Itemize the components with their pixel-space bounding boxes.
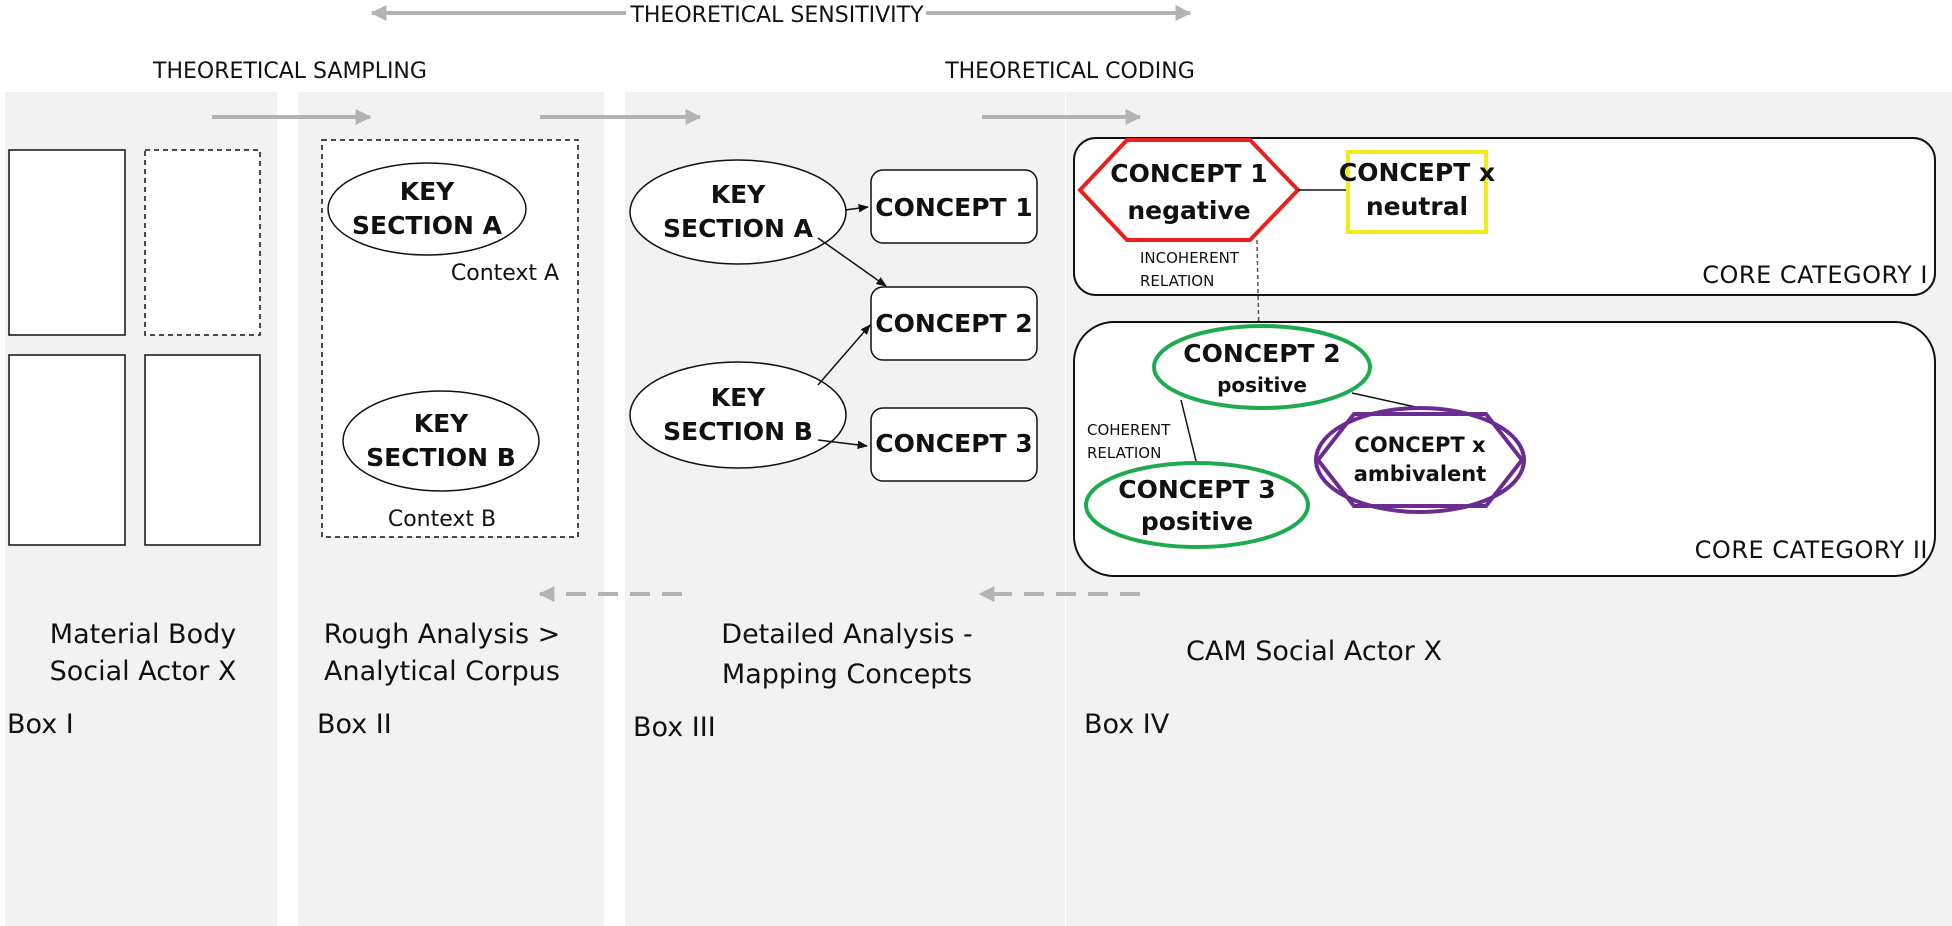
concept1-negative-hexagon — [1077, 138, 1301, 242]
box3-name: Box III — [633, 712, 716, 743]
box3-key-section-b-ellipse — [629, 361, 847, 469]
conceptx-ambivalent-line2: ambivalent — [1354, 462, 1487, 486]
conceptx-neutral-line2: neutral — [1366, 192, 1468, 221]
context-b-label: Context B — [388, 507, 496, 532]
concept3-positive-ellipse — [1084, 461, 1310, 549]
concept1-negative-line1: CONCEPT 1 — [1110, 159, 1267, 188]
theoretical-sensitivity-label: THEORETICAL SENSITIVITY — [629, 3, 924, 28]
box2-label-line2: Analytical Corpus — [324, 656, 560, 687]
box2-label-line1: Rough Analysis > — [324, 619, 560, 650]
concept2-positive-line2: positive — [1217, 373, 1307, 397]
box4-name: Box IV — [1084, 709, 1170, 740]
key-section-b-line2: SECTION B — [366, 443, 516, 472]
concept2-positive-line1: CONCEPT 2 — [1183, 339, 1340, 368]
core-category-1-frame — [1073, 137, 1936, 296]
box3-concept-3-label: CONCEPT 3 — [875, 429, 1032, 458]
key-section-a-line1: KEY — [400, 177, 455, 206]
conceptx-neutral-line1: CONCEPT x — [1339, 158, 1495, 187]
document-1 — [8, 149, 126, 336]
edge-a-to-concept1 — [844, 204, 870, 213]
key-section-b-ellipse — [342, 390, 540, 492]
document-4 — [144, 354, 261, 546]
edge-concept2-to-concept3 — [1180, 399, 1198, 466]
key-section-a-line2: SECTION A — [352, 211, 503, 240]
box3-label-line1: Detailed Analysis - — [721, 619, 972, 650]
box1-label-line2: Social Actor X — [50, 656, 237, 687]
key-section-a-ellipse — [327, 162, 527, 256]
edge-a-to-concept2 — [817, 237, 887, 287]
document-2-dashed — [144, 149, 261, 336]
incoherent-relation-edge — [1256, 239, 1260, 341]
incoherent-relation-line2: RELATION — [1140, 272, 1214, 290]
box3-concept-1 — [870, 169, 1038, 244]
coherent-relation-line1: COHERENT — [1087, 421, 1171, 439]
core-category-1-label: CORE CATEGORY I — [1702, 261, 1928, 289]
concept1-negative-line2: negative — [1127, 196, 1250, 225]
box4-label: CAM Social Actor X — [1186, 636, 1442, 667]
context-a-label: Context A — [451, 261, 559, 286]
concept3-positive-line2: positive — [1141, 507, 1253, 536]
coherent-relation-line2: RELATION — [1087, 444, 1161, 462]
box3-key-section-a-line2: SECTION A — [663, 214, 814, 243]
box2-name: Box II — [317, 709, 392, 740]
box1-name: Box I — [7, 709, 74, 740]
conceptx-neutral-box — [1346, 150, 1488, 234]
box3-key-section-b-line2: SECTION B — [663, 417, 813, 446]
incoherent-relation-line1: INCOHERENT — [1140, 249, 1240, 267]
box3-concept-1-label: CONCEPT 1 — [875, 193, 1032, 222]
sensitivity-label-bg — [626, 0, 926, 27]
theoretical-coding-label: THEORETICAL CODING — [944, 59, 1195, 84]
box3-key-section-a-line1: KEY — [711, 180, 766, 209]
key-section-b-line1: KEY — [414, 409, 469, 438]
concept3-positive-line1: CONCEPT 3 — [1118, 475, 1275, 504]
edge-concept2-to-conceptx-ambivalent — [1351, 392, 1421, 409]
conceptx-ambivalent-line1: CONCEPT x — [1354, 433, 1486, 457]
box1-label-line1: Material Body — [50, 619, 236, 650]
theoretical-sampling-label: THEORETICAL SAMPLING — [152, 59, 427, 84]
box3-concept-2 — [870, 286, 1038, 361]
box3-concept-3 — [870, 407, 1038, 482]
conceptx-ambivalent-hexagon — [1315, 412, 1525, 508]
edge-b-to-concept3 — [817, 439, 869, 450]
edge-b-to-concept2 — [817, 324, 871, 386]
box3-key-section-a-ellipse — [629, 159, 847, 265]
document-3 — [8, 354, 126, 546]
box3-label-line2: Mapping Concepts — [722, 659, 972, 690]
box3-concept-2-label: CONCEPT 2 — [875, 309, 1032, 338]
core-category-2-label: CORE CATEGORY II — [1695, 536, 1928, 564]
concept2-positive-ellipse — [1152, 324, 1372, 410]
box3-key-section-b-line1: KEY — [711, 383, 766, 412]
